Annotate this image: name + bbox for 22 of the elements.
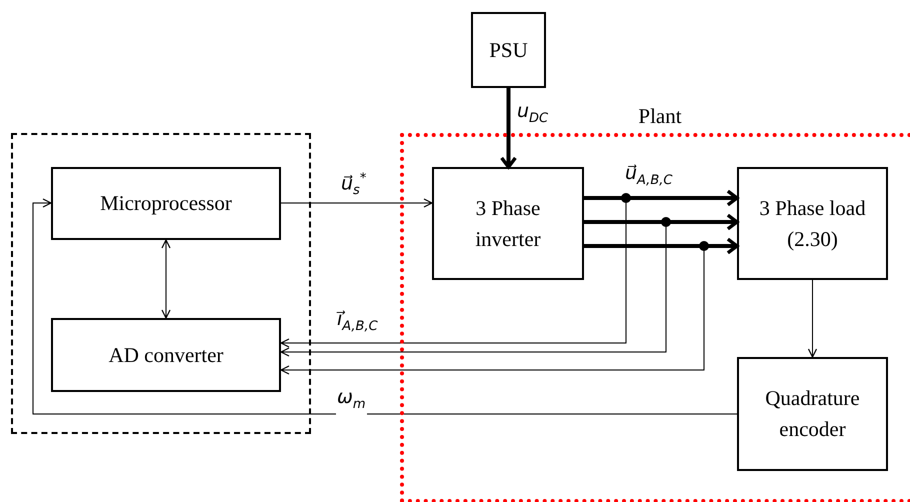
process-box — [432, 167, 584, 280]
arrow — [808, 280, 818, 358]
arrow — [161, 239, 171, 319]
process-box — [51, 167, 281, 240]
thick-arrow — [584, 189, 739, 207]
thick-arrow — [500, 88, 518, 169]
node-label: 3 Phase inverter — [474, 194, 542, 252]
arrow — [280, 198, 433, 208]
node-label: PSU — [488, 36, 529, 64]
process-box — [737, 167, 888, 280]
board-boundary — [11, 133, 311, 434]
node-label: Quadrature encoder — [764, 385, 861, 443]
arrow — [32, 198, 738, 414]
process-box — [51, 318, 281, 392]
thick-arrow — [584, 213, 739, 231]
plant-heading: Plant — [638, 103, 682, 129]
process-box — [737, 357, 888, 471]
node-label: Microprocessor — [99, 190, 233, 217]
thick-arrow — [584, 237, 739, 255]
node-label: AD converter — [108, 342, 224, 368]
process-box — [471, 12, 546, 88]
node-label: 3 Phase load (2.30) — [758, 194, 867, 252]
